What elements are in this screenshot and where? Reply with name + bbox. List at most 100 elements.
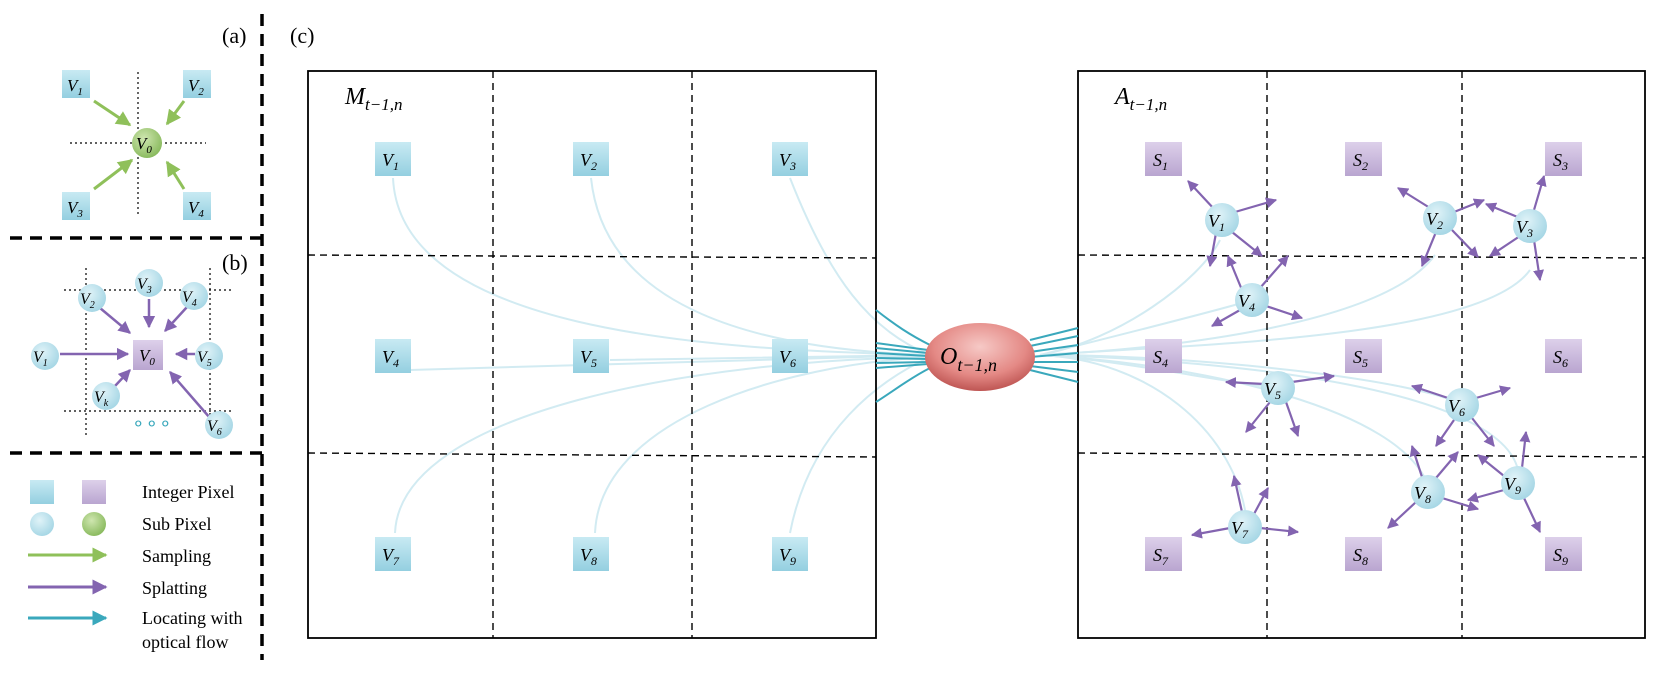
label-suffix: 7 [393,554,400,568]
ellipsis: ∘∘∘ [132,413,173,435]
sub-pixel-v6: V6 [205,411,233,439]
label-suffix: 1 [43,358,48,369]
panel-b: V0 V2 V3 V4 V1 V5 Vk V6 ∘∘∘ [31,268,233,439]
left-grid-title: Mt−1,n [344,84,402,114]
sampling-arrow [165,100,186,126]
label-suffix: 1 [1162,159,1168,173]
left-grid-cell-v3: V3 [772,142,808,176]
left-grid-cell-v8: V8 [573,537,609,571]
label-suffix: 2 [90,300,95,311]
label-suffix: 4 [1249,300,1255,314]
faint-flow-curves [392,177,1531,534]
right-grid-cell-s1: S1 [1145,142,1182,176]
label-suffix: 4 [393,356,399,370]
legend-sub-pixel-green [82,512,106,536]
label-suffix: 2 [198,86,204,98]
legend-integer-pixel-purple [82,480,106,504]
legend-integer-pixel-blue [30,480,54,504]
right-sub-pixel-v9: V9 [1501,466,1535,500]
left-grid-cell-v2: V2 [573,142,609,176]
label-suffix: 6 [1459,405,1465,419]
right-grid [1077,70,1646,639]
label-suffix: 1 [77,86,83,98]
label-suffix: 5 [207,358,212,369]
panel-a: V1 V2 V3 V4 V0 [62,70,211,220]
right-grid-title: At−1,n [1113,84,1167,114]
legend-locating-label-2: optical flow [142,632,228,652]
legend-sub-pixel-label: Sub Pixel [142,514,212,534]
label-suffix: 5 [591,356,597,370]
label-suffix: 8 [1362,554,1368,568]
label-suffix: 2 [1437,218,1443,232]
label-suffix: 0 [149,356,155,368]
left-grid-cell-v6: V6 [772,339,808,373]
label-suffix: 3 [1561,159,1568,173]
right-sub-pixel-v1: V1 [1205,203,1239,237]
label-suffix: 1 [1219,220,1225,234]
integer-pixel-v2: V2 [183,70,211,98]
splat-arrows-right [1187,174,1547,539]
right-sub-pixel-v6: V6 [1445,388,1479,422]
sampling-arrow [165,160,186,190]
label-suffix: 9 [1562,554,1568,568]
left-grid-cell-v7: V7 [375,537,411,571]
right-grid-cell-s3: S3 [1545,142,1582,176]
integer-pixel-v1: V1 [62,70,90,98]
legend-integer-pixel-label: Integer Pixel [142,482,234,502]
right-grid-cell-s2: S2 [1345,142,1382,176]
label-suffix: 3 [76,208,83,220]
right-grid-cell-s8: S8 [1345,537,1382,571]
title-main: A [1113,84,1130,110]
label-suffix: 2 [1362,159,1368,173]
title-sub: t−1,n [1130,95,1167,114]
label-suffix: 4 [1162,356,1168,370]
label-suffix: 4 [198,208,204,220]
legend-splatting-label: Splatting [142,578,207,598]
title-sub: t−1,n [365,95,402,114]
panel-label-a: (a) [222,23,246,48]
splat-arrow [99,307,131,334]
svg-text:Ot−1,n: Ot−1,n [940,344,997,375]
sub-pixel-v0: V0 [132,128,162,158]
left-grid [307,70,877,639]
splat-arrow [114,369,131,387]
label-suffix: 2 [591,159,597,173]
sub-pixel-v1: V1 [31,342,59,370]
node-main: O [940,344,957,370]
label-suffix: 0 [146,144,152,156]
label-suffix: 3 [1526,226,1533,240]
sub-pixel-vk: Vk [92,382,120,410]
right-grid-cell-s7: S7 [1145,537,1182,571]
center-node-o: Ot−1,n [925,323,1035,391]
label-suffix: 9 [1515,483,1521,497]
label-suffix: 4 [192,298,197,309]
label-suffix: 5 [1275,388,1281,402]
right-grid-cell-s6: S6 [1545,339,1582,373]
left-grid-cell-v4: V4 [375,339,411,373]
sub-pixel-v4: V4 [180,282,208,310]
right-grid-cell-s4: S4 [1145,339,1182,373]
left-grid-cell-v9: V9 [772,537,808,571]
label-suffix: 3 [146,285,152,296]
label-suffix: 7 [1162,554,1169,568]
label-suffix: 6 [790,356,796,370]
left-grid-cell-v5: V5 [573,339,609,373]
label-suffix: 1 [393,159,399,173]
right-grid-cell-s5: S5 [1345,339,1382,373]
splat-arrow [169,371,211,419]
sampling-arrow [93,99,132,127]
label-suffix: 6 [1562,356,1568,370]
sampling-arrow [93,158,134,191]
label-suffix: 8 [1425,492,1431,506]
sub-pixel-v3: V3 [135,269,163,297]
label-suffix: 8 [591,554,597,568]
label-suffix: 7 [1242,527,1249,541]
label-suffix: k [104,398,109,409]
locating-lines [875,309,1079,403]
splat-arrow [164,306,188,332]
right-sub-pixel-v5: V5 [1261,371,1295,405]
legend-sampling-label: Sampling [142,546,211,566]
panel-label-b: (b) [222,250,248,275]
right-grid-cell-s9: S9 [1545,537,1582,571]
